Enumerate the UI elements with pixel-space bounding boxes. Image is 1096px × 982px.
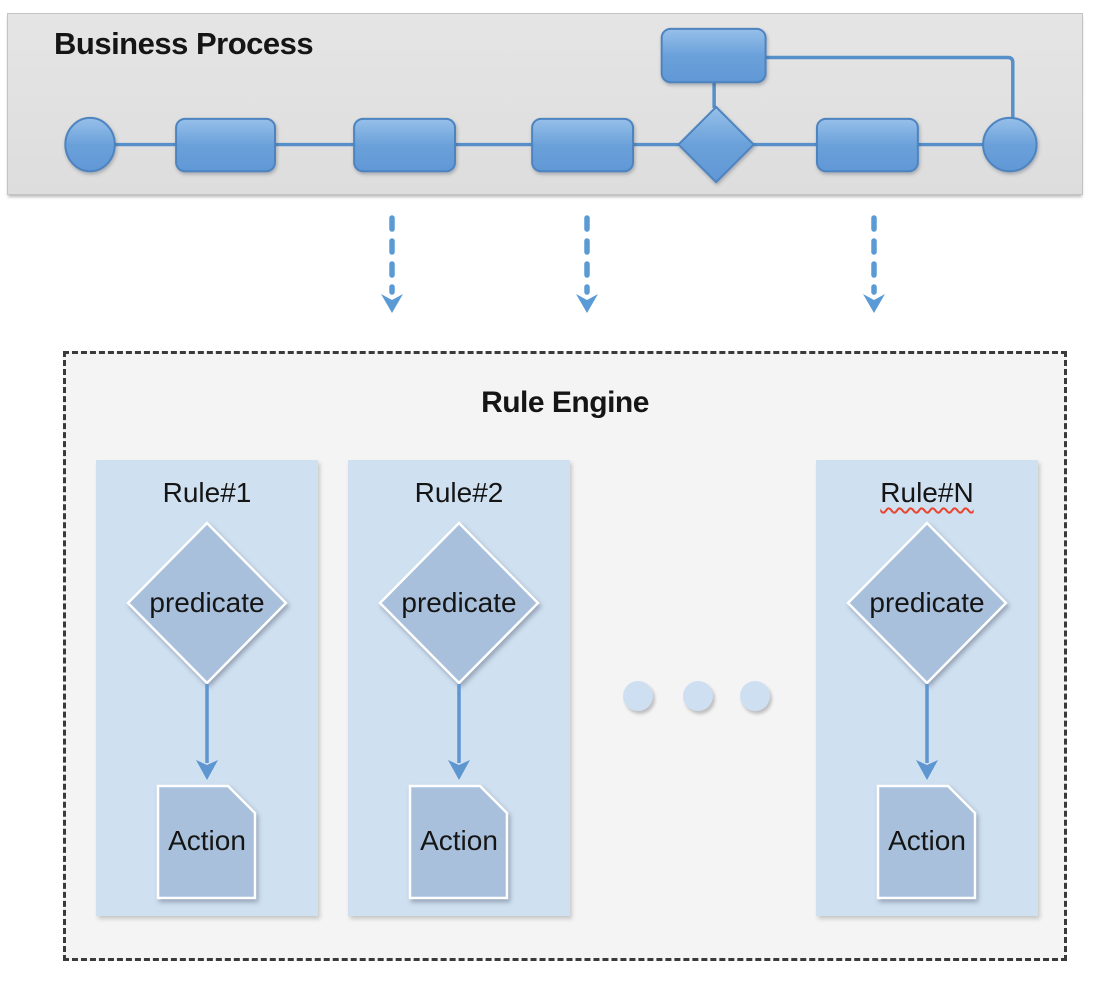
ellipsis-dot (740, 681, 770, 711)
flow-connectors (114, 55, 1015, 147)
task-4 (815, 117, 919, 173)
rule-engine-panel: Rule Engine Rule#1 predicate Action (63, 351, 1067, 961)
predicate-diamond (126, 521, 288, 685)
rule-engine-title: Rule Engine (481, 386, 649, 419)
arrowhead-down-icon (448, 760, 470, 780)
business-process-title: Business Process (54, 26, 314, 61)
action-label: Action (168, 825, 246, 856)
action-document-shape (156, 784, 257, 900)
rule-flow (378, 521, 540, 900)
rule-title: Rule#N (816, 477, 1038, 509)
task-2 (353, 117, 456, 173)
ellipsis-dot (623, 681, 653, 711)
rule-card-1: Rule#1 predicate Action (96, 460, 318, 916)
ellipsis-dot (683, 681, 713, 711)
predicate-label: predicate (401, 587, 517, 618)
arrowhead-down-icon (381, 294, 403, 313)
branch-task (660, 27, 767, 84)
action-label: Action (420, 825, 498, 856)
business-process-panel: Business Process (7, 13, 1083, 195)
flow-shapes (64, 27, 1038, 184)
predicate-diamond (378, 521, 540, 685)
predicate-label: predicate (869, 587, 985, 618)
action-label: Action (888, 825, 966, 856)
rule-title-misspelled: Rule#N (880, 477, 974, 508)
arrowhead-down-icon (863, 294, 885, 313)
task-3 (531, 117, 635, 173)
end-event-circle (982, 116, 1038, 173)
business-process-flow (64, 27, 1038, 184)
task-1 (175, 117, 276, 173)
branch-return-connector (765, 55, 1015, 119)
rule-flow (846, 521, 1008, 900)
rule-title: Rule#2 (414, 477, 504, 508)
start-event-circle (64, 116, 116, 173)
rule-card-2: Rule#2 predicate Action (348, 460, 570, 916)
rule-card-n: Rule#N predicate Action (816, 460, 1038, 916)
mapping-arrows (381, 215, 885, 313)
predicate-diamond (846, 521, 1008, 685)
arrowhead-down-icon (916, 760, 938, 780)
rule-title: Rule#1 (162, 477, 252, 508)
arrowhead-down-icon (576, 294, 598, 313)
decision-diamond (677, 105, 756, 184)
action-document-shape (408, 784, 509, 900)
rule-flow (126, 521, 288, 900)
action-document-shape (876, 784, 977, 900)
arrowhead-down-icon (196, 760, 218, 780)
predicate-label: predicate (149, 587, 265, 618)
